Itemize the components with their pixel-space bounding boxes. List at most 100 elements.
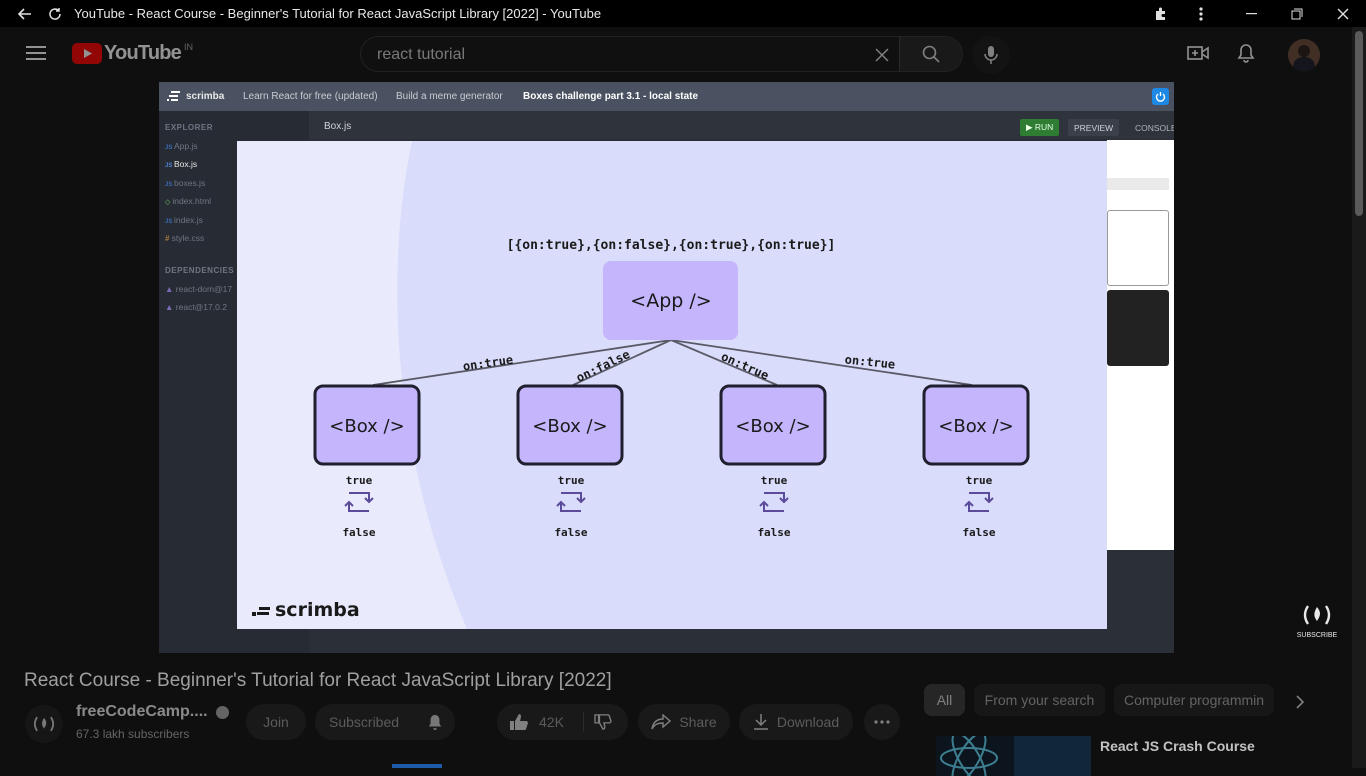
voice-search-button[interactable] — [972, 36, 1010, 74]
more-menu-icon[interactable] — [1178, 0, 1224, 27]
notification-bell-icon — [428, 714, 442, 730]
avatar[interactable] — [1288, 39, 1320, 71]
toggle-indicator: true false — [962, 474, 995, 539]
file-item-active[interactable]: JS Box.js — [165, 159, 198, 169]
recommendation-title[interactable]: React JS Crash Course — [1100, 738, 1255, 754]
restore-icon[interactable] — [1274, 0, 1320, 27]
file-item[interactable]: JS index.js — [165, 215, 203, 225]
create-video-icon[interactable] — [1187, 44, 1209, 67]
toggle-cycle-icon — [759, 492, 789, 512]
youtube-logo-text: YouTube — [104, 42, 182, 64]
subscriber-count: 67.3 lakh subscribers — [76, 727, 190, 741]
svg-text:<Box />: <Box /> — [532, 416, 607, 437]
app-node-label: <App /> — [630, 290, 711, 312]
scrimba-mark-icon — [167, 91, 180, 101]
breadcrumb-1[interactable]: Learn React for free (updated) — [243, 91, 378, 102]
open-file-tab[interactable]: Box.js — [324, 121, 352, 132]
recommendation-thumbnail[interactable] — [936, 736, 1091, 776]
edges — [372, 339, 973, 386]
preview-box-light — [1107, 210, 1169, 286]
search-input[interactable]: react tutorial — [360, 36, 900, 72]
toggle-cycle-icon — [556, 492, 586, 512]
freecodecamp-logo-icon — [1303, 605, 1331, 625]
file-item[interactable]: JS boxes.js — [165, 178, 206, 188]
preview-button[interactable]: PREVIEW — [1068, 119, 1120, 136]
editor-toolbar: Box.js ▶ RUN PREVIEW CONSOLE — [309, 111, 1174, 139]
chip-computer-programming[interactable]: Computer programmin — [1114, 684, 1274, 716]
window-titlebar: YouTube - React Course - Beginner's Tuto… — [0, 0, 1366, 27]
svg-text:<Box />: <Box /> — [938, 416, 1013, 437]
page-scrollbar[interactable] — [1352, 27, 1366, 768]
scrimba-brand: scrimba — [186, 90, 225, 102]
toggle-indicator: true false — [757, 474, 790, 539]
scrimba-logo: scrimba — [167, 90, 224, 102]
file-item[interactable]: # style.css — [165, 233, 205, 243]
preview-panel — [1107, 140, 1174, 550]
dependency-item[interactable]: ▲ react-dom@17 — [165, 284, 233, 294]
close-icon[interactable] — [1320, 0, 1366, 27]
youtube-play-icon — [72, 43, 102, 64]
dependencies-heading: DEPENDENCIES — [165, 266, 235, 275]
toggle-indicator: true false — [342, 474, 375, 539]
console-button[interactable]: CONSOLE — [1135, 122, 1174, 133]
svg-text:false: false — [554, 526, 587, 539]
channel-avatar[interactable] — [25, 705, 63, 743]
file-item[interactable]: ◇ index.html — [165, 196, 212, 206]
run-button[interactable]: ▶ RUN — [1020, 119, 1060, 136]
share-button[interactable]: Share — [638, 704, 730, 740]
reload-icon[interactable] — [40, 0, 70, 27]
extensions-icon[interactable] — [1138, 0, 1184, 27]
hamburger-menu-icon[interactable] — [26, 45, 46, 61]
search-button[interactable] — [899, 36, 963, 72]
svg-text:true: true — [761, 474, 788, 487]
download-icon — [753, 714, 768, 730]
toggle-indicator: true false — [554, 474, 587, 539]
search-input-value: react tutorial — [377, 46, 466, 63]
power-icon[interactable] — [1152, 88, 1169, 105]
box-node: <Box /> — [922, 384, 1030, 466]
svg-text:true: true — [558, 474, 585, 487]
svg-text:true: true — [966, 474, 993, 487]
join-button[interactable]: Join — [246, 704, 306, 740]
youtube-header: YouTube IN react tutorial — [0, 27, 1352, 81]
breadcrumb-2[interactable]: Build a meme generator — [396, 91, 503, 102]
youtube-logo[interactable]: YouTube IN — [72, 42, 193, 65]
like-button[interactable]: 42K — [497, 704, 628, 740]
video-player[interactable]: scrimba Learn React for free (updated) B… — [159, 82, 1174, 653]
slide-scrimba-logo: scrimba — [252, 599, 360, 621]
toggle-cycle-icon — [344, 492, 374, 512]
more-actions-button[interactable] — [864, 704, 900, 740]
like-count: 42K — [539, 714, 564, 730]
file-item[interactable]: JS App.js — [165, 141, 198, 151]
breadcrumb-3[interactable]: Boxes challenge part 3.1 - local state — [523, 91, 699, 102]
download-button[interactable]: Download — [739, 704, 853, 740]
thumbs-up-icon — [510, 714, 528, 730]
app-node — [603, 261, 738, 340]
thumbs-down-icon[interactable] — [594, 714, 612, 730]
state-array-label: [{on:true},{on:false},{on:true},{on:true… — [507, 238, 836, 253]
channel-name[interactable]: freeCodeCamp.... — [76, 703, 208, 720]
box-node: <Box /> — [719, 384, 827, 466]
back-arrow-icon[interactable] — [10, 0, 40, 27]
svg-text:scrimba: scrimba — [275, 599, 360, 621]
notifications-bell-icon[interactable] — [1237, 43, 1255, 68]
search-icon — [922, 45, 940, 63]
freecodecamp-logo-icon — [33, 716, 55, 732]
more-horizontal-icon — [874, 720, 890, 724]
scrollbar-thumb[interactable] — [1355, 31, 1363, 216]
dependency-item[interactable]: ▲ react@17.0.2 — [165, 302, 227, 312]
minimize-icon[interactable] — [1228, 0, 1274, 27]
verified-badge-icon — [215, 705, 229, 719]
slide-diagram: [{on:true},{on:false},{on:true},{on:true… — [237, 141, 1107, 629]
clear-search-icon[interactable] — [874, 47, 890, 63]
chevron-right-icon[interactable] — [1295, 695, 1305, 709]
chip-from-your-search[interactable]: From your search — [974, 684, 1105, 716]
edge-label-1: on:true — [462, 353, 514, 374]
video-info: React Course - Beginner's Tutorial for R… — [0, 653, 1352, 776]
box-node: <Box /> — [516, 384, 624, 466]
toggle-cycle-icon — [964, 492, 994, 512]
subscribe-label: SUBSCRIBE — [1296, 632, 1338, 639]
chip-all[interactable]: All — [924, 684, 965, 716]
subscribe-watermark[interactable]: SUBSCRIBE — [1296, 601, 1338, 641]
subscribed-button[interactable]: Subscribed — [315, 704, 455, 740]
